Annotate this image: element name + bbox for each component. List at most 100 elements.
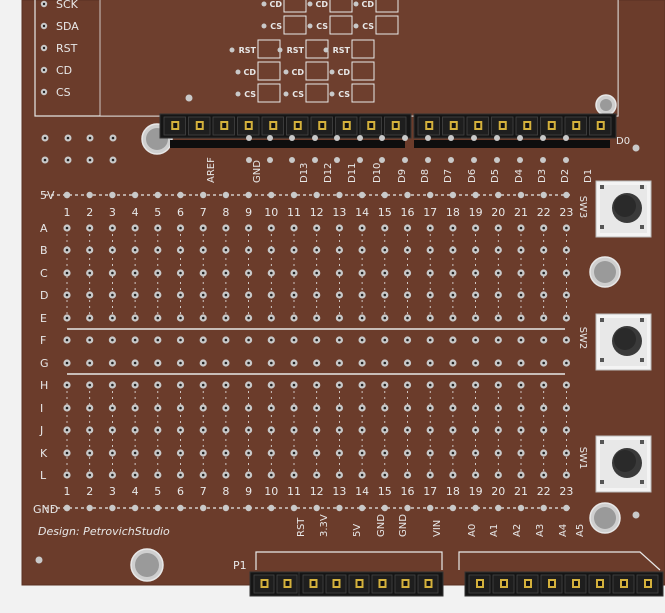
top-header-a-pin-socket <box>246 123 251 128</box>
top-header-a-pin-socket <box>222 123 227 128</box>
rail-pad <box>427 504 434 512</box>
bottom-pin-label: A5 <box>575 524 586 537</box>
grid-pad-hole <box>247 248 250 252</box>
bottom-header-c-pin-socket <box>622 581 626 586</box>
grid-pad-hole <box>156 383 160 387</box>
top-pin-label: GND <box>252 160 263 183</box>
grid-pad-hole <box>406 473 409 477</box>
bottom-pin-label: VIN <box>432 520 443 537</box>
grid-pad-hole <box>360 406 364 410</box>
grid-pad-hole <box>315 451 319 455</box>
row-label: C <box>40 267 48 280</box>
card-slot-box <box>283 0 307 13</box>
grid-pad-hole <box>201 226 205 230</box>
grid-pad-hole <box>133 248 137 252</box>
grid-pad-hole <box>383 293 387 297</box>
grid-pad-hole <box>383 451 387 455</box>
rail-pad <box>358 191 366 199</box>
design-credit: Design: PetrovichStudio <box>38 525 170 538</box>
card-slot-pad <box>329 69 335 75</box>
top-header-b-pin-socket <box>500 123 505 128</box>
grid-pad-hole <box>111 248 114 252</box>
rail-pad <box>336 504 343 512</box>
grid-pad-hole <box>542 451 545 455</box>
grid-pad-hole <box>428 271 432 275</box>
grid-pad-hole <box>247 406 250 410</box>
grid-pad-hole <box>383 428 387 432</box>
grid-pad-hole <box>292 338 296 342</box>
bottom-pin-label: 3.3V <box>319 514 330 537</box>
rail-pad <box>63 191 71 199</box>
grid-pad-hole <box>315 338 319 342</box>
rail-pad <box>404 191 411 199</box>
grid-pad-hole <box>156 271 160 275</box>
column-label-bottom: 4 <box>132 485 139 498</box>
card-slot-label: CS <box>244 90 256 99</box>
grid-pad-hole <box>519 338 523 342</box>
grid-pad-hole <box>497 271 500 275</box>
bottom-pin-label: 5V <box>352 524 363 537</box>
grid-pad-hole <box>65 361 69 365</box>
grid-pad-hole <box>179 271 182 275</box>
card-slot-label: CS <box>292 90 304 99</box>
mounting-hole <box>600 99 612 111</box>
grid-pad-hole <box>360 428 364 432</box>
rail-pad <box>154 191 161 199</box>
switch-corner <box>600 480 604 484</box>
grid-pad-hole <box>65 473 69 477</box>
card-slot-pad <box>323 47 329 53</box>
grid-pad-hole <box>360 338 364 342</box>
card-slot-label: RST <box>333 46 351 55</box>
grid-pad-hole <box>292 361 296 365</box>
bottom-pin-label: GND <box>376 514 387 537</box>
grid-pad-hole <box>519 226 523 230</box>
grid-pad-hole <box>474 383 477 387</box>
grid-pad-hole <box>179 383 182 387</box>
column-label-top: 10 <box>264 206 278 219</box>
top-row-pad <box>425 135 431 141</box>
rail-pad <box>517 191 525 199</box>
bottom-header-c-pin-socket <box>526 581 530 586</box>
rail-5v-label: 5V <box>40 189 55 202</box>
top-pin-label: D9 <box>397 169 408 183</box>
column-label-top: 5 <box>154 206 161 219</box>
grid-pad-hole <box>224 226 228 230</box>
grid-pad-hole <box>201 248 205 252</box>
top-header-a-pin-socket <box>320 123 325 128</box>
grid-pad-hole <box>111 451 114 455</box>
card-slot-box <box>329 15 353 35</box>
top-row-pad <box>246 135 252 141</box>
switch-label: SW1 <box>577 447 588 470</box>
top-header-a-pin-socket <box>271 123 276 128</box>
grid-pad-hole <box>542 248 545 252</box>
column-label-top: 12 <box>310 206 324 219</box>
grid-pad-hole <box>270 316 273 320</box>
card-slot-label: CD <box>243 68 256 77</box>
grid-pad-hole <box>133 383 137 387</box>
row-label: J <box>39 424 43 437</box>
top-pin-label: D12 <box>323 163 334 183</box>
card-slot-box <box>305 83 329 103</box>
top-header-a-pin-socket <box>344 123 349 128</box>
column-label-bottom: 5 <box>154 485 161 498</box>
top-row-pad <box>563 157 569 163</box>
grid-pad-hole <box>292 428 296 432</box>
grid-pad-hole <box>224 473 228 477</box>
grid-pad-hole <box>111 293 114 297</box>
grid-pad-hole <box>65 271 69 275</box>
grid-pad-hole <box>338 361 341 365</box>
switch-label: SW2 <box>577 327 588 350</box>
grid-pad-hole <box>406 226 409 230</box>
grid-pad-hole <box>474 226 477 230</box>
bottom-pin-label: A4 <box>558 524 569 537</box>
grid-pad-hole <box>224 338 228 342</box>
grid-pad-hole <box>474 451 477 455</box>
rail-pad <box>540 191 547 199</box>
grid-pad-hole <box>201 361 205 365</box>
rail-pad <box>268 191 275 199</box>
grid-pad-hole <box>224 383 228 387</box>
card-slot-pad <box>277 47 283 53</box>
grid-pad-hole <box>270 361 273 365</box>
card-slot-pad <box>235 91 241 97</box>
